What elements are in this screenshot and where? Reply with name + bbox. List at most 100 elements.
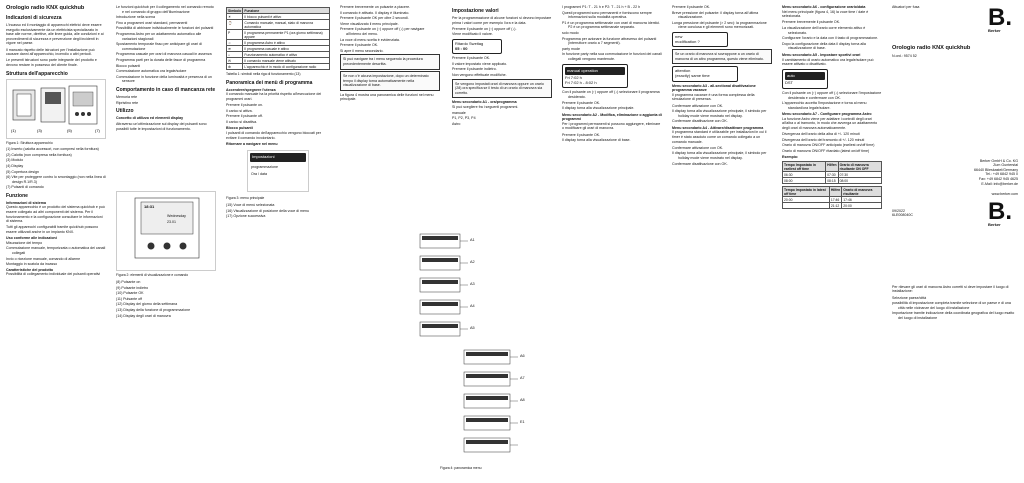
table-cell: 08:00: [781, 177, 827, 185]
column-8: Menu secondario A6 - configurazione orar…: [781, 5, 883, 211]
structure-heading: Struttura dell'apparecchio: [6, 70, 68, 77]
behavior-heading: Comportamento in caso di mancanza rete: [116, 86, 216, 93]
list-item: party mode: [562, 46, 580, 51]
list-item: Con il pulsante on (↑) oppure off (↓) se…: [562, 90, 660, 99]
menu-screen-selected: Impostazioni: [250, 153, 306, 162]
list-item: Con il pulsante on (↑) oppure off (↓) se…: [782, 90, 882, 100]
list-item: (14) Display degli orari di manovra: [116, 313, 171, 318]
address-line: Berker GmbH & Co. KG: [979, 158, 1018, 163]
list-item: Le funzioni quickhub per il collegamento…: [116, 5, 214, 14]
fig-label: A6: [520, 354, 525, 358]
usage-heading: Uso conforme alle indicazioni: [6, 236, 57, 241]
list-item: Premere il pulsante off.: [226, 114, 263, 119]
list-item: (9) Pulsante indietro: [116, 285, 149, 290]
note-box: Se vengono impostati orari di manovra op…: [452, 78, 552, 99]
list-item: Premere il pulsante OK.: [340, 43, 379, 48]
display-date: 23.01: [167, 220, 176, 225]
table-header: Hilfen: [828, 186, 843, 198]
list-item: Si apre il menu secondario.: [340, 48, 384, 53]
list-item: Invio o ricezione manuale, comando di al…: [6, 256, 81, 261]
value-display: Ritardo Sweitag 05 : 00: [452, 38, 502, 55]
table-cell: L'apparecchio è in modo di configurazion…: [242, 63, 330, 70]
main-menu-figure: Impostazioni programmazione Ora / data: [247, 150, 309, 193]
fig2-caption: Figura 2: elementi di visualizzazione e …: [116, 273, 189, 278]
list-item: Astro: [452, 121, 461, 126]
website-link[interactable]: www.berker.com: [991, 192, 1018, 197]
list-item: Il carico si attiva.: [226, 108, 253, 113]
brand-letter-icon: B.: [988, 4, 1012, 31]
brand-name: Berker: [988, 28, 1001, 33]
table-cell: 20:00: [841, 202, 882, 210]
list-item: Importazione tramite indicazione della c…: [892, 311, 1015, 320]
list-item: Viene modificato il valore.: [452, 32, 493, 37]
list-item: Ripristino rete: [116, 100, 139, 105]
table-header: Orario di manovra risultante: [841, 186, 882, 198]
menu-a1-text: Si può scegliere fra i seguenti programm…: [452, 104, 519, 109]
display-time: 18:31: [144, 204, 155, 210]
system-info-text-2: Tutti gli apparecchi configurabili trami…: [6, 225, 99, 235]
list-item: Premere brevemente un pulsante a piacere…: [340, 5, 411, 9]
column-5: Impostazione valori Per la programmazion…: [452, 5, 552, 127]
list-item: (4) Display: [6, 163, 24, 168]
list-item: Premere il pulsante on.: [226, 102, 263, 107]
list-item: manuale: [452, 110, 466, 115]
menu-overview-figure: A1 A2 A3 A4 A5 A6 A7 A8 E1 Figura 4: pan…: [400, 230, 550, 475]
symbol-icon: P: [225, 29, 244, 40]
doc-title: Orologio radio KNX quickhub: [6, 5, 85, 11]
table-cell: 21:12: [828, 202, 843, 210]
list-item: Il carico si disattiva.: [226, 119, 258, 124]
note-box: Se un orario di manovra si sovrappone a …: [672, 49, 772, 65]
menu-a3-text: Il programma vacanze è una forma comples…: [672, 92, 755, 102]
system-info-heading: Informazioni di sistema: [6, 200, 46, 205]
symbol-icon: ⌚: [225, 19, 244, 30]
list-item: Premere il pulsante indietro.: [452, 67, 497, 72]
astro-note: Per rilevare gli orari di manovra Astro …: [892, 284, 1009, 294]
menu-a5-heading: Menu secondario A5 - Impostare sportivi …: [782, 52, 861, 57]
list-item: Il valore impostato viene applicato.: [452, 61, 508, 66]
list-item: Orario di manovra ON/OFF ritardato (late…: [782, 149, 870, 154]
list-item: Il display torna alla visualizzazione pr…: [562, 106, 635, 111]
column-4: Premere brevemente un pulsante a piacere…: [340, 5, 440, 103]
fig4-text: La figura 4 mostra una panoramica delle …: [340, 92, 434, 102]
table-header: Orario di manovra risultante ON OFF: [837, 161, 883, 173]
list-item: (16) Visualizzazione di posizione della …: [226, 208, 310, 213]
fig4-caption: Figura 4: panoramica menu: [440, 466, 482, 470]
brand-letter-icon: B.: [988, 197, 1012, 225]
list-item: Premere il pulsante on (↑) oppure off (↓…: [452, 26, 517, 31]
list-item: Il display torna alla visualizzazione pr…: [672, 151, 767, 161]
list-item: Il comando è attivato. Il display è illu…: [340, 10, 410, 15]
fig3-caption: Figura 3: menu principale: [226, 196, 265, 201]
menu-heading: Accendere/spegnere l'utenza: [226, 87, 276, 92]
display-value: 05 : 00: [455, 45, 468, 51]
list-item: Programma Astro per un adattamento autom…: [116, 31, 202, 41]
list-item: La visualizzazione dell'orario corre ele…: [782, 25, 866, 35]
use-heading: Utilizzo: [116, 108, 134, 115]
list-item: (2) Calotta (non compresa nella fornitur…: [6, 152, 72, 157]
note-box: Se non c'è alcuna impostazione, dopo un …: [340, 71, 440, 91]
return-heading: Ritornare a navigare nel menu: [226, 141, 278, 146]
list-item: Montaggio in scatola da incasso: [6, 262, 58, 267]
list-item: Confermare disattivazione con OK.: [672, 119, 728, 124]
list-item: Questi programmi sono permanenti e forni…: [562, 10, 652, 20]
list-item: Il display torna alla visualizzazione pr…: [672, 109, 767, 118]
list-item: Breve pressione del pulsante: il display…: [672, 10, 759, 20]
table-row: ⌚Comando manuale, manual, stato di manov…: [225, 19, 330, 30]
bloc-text: I pulsanti di comando dell'apparecchio v…: [226, 130, 321, 140]
menu-tree-diagram: [419, 233, 518, 453]
list-item: Fino a programmi orari standard, permane…: [116, 20, 188, 25]
list-item: La voce di menu scelta è evidenziata.: [340, 37, 400, 42]
list-item: (10) Pulsante OK: [116, 291, 144, 296]
list-item: Commutazione automatica ora legale/solar…: [116, 69, 187, 74]
list-item: Programma casuale per orari di manovra c…: [116, 52, 212, 57]
display-value: Fri 7:02 h: [565, 75, 582, 81]
list-item: L'apparecchio accetta l'impostazione e t…: [782, 101, 867, 110]
device-exploded-icon: (1) (3) (5) (7): [11, 85, 101, 133]
address-line: Tel.: +49 6842 945 0: [985, 172, 1018, 177]
list-item: (3) Modulo: [6, 158, 24, 163]
menu-a2-heading: Menu secondario A2 - Modifica, eliminazi…: [562, 112, 662, 122]
display-heading: Panoramica dei menù di programma: [226, 79, 313, 86]
